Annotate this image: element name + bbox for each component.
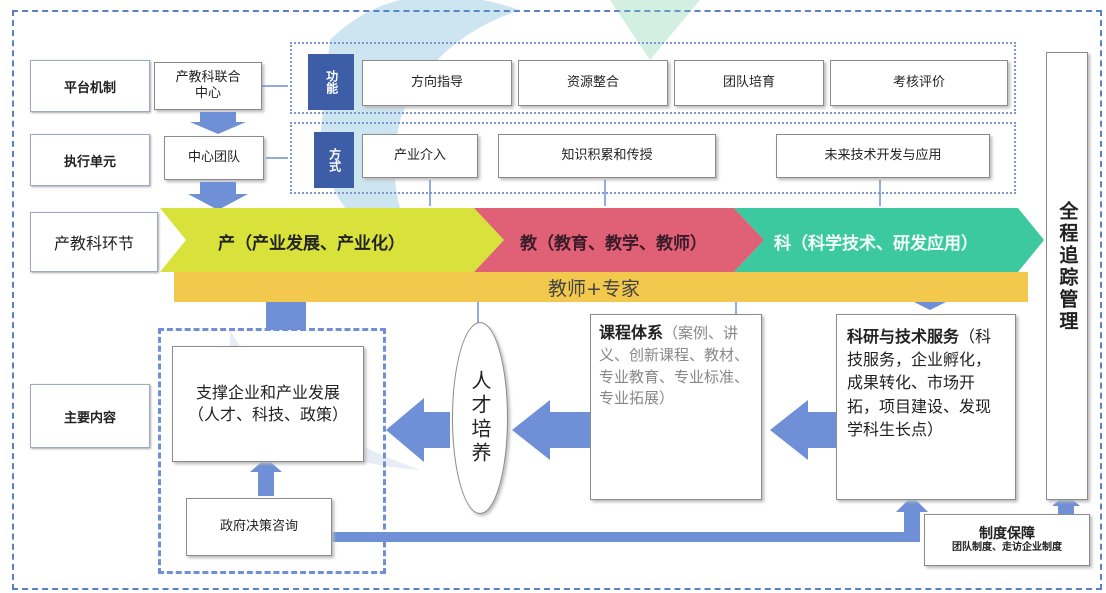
full-tracking-column: 全程追踪管理 — [1046, 52, 1088, 500]
center-team-box: 中心团队 — [164, 136, 264, 180]
research-service-box: 科研与技术服务（科技服务，企业孵化，成果转化、市场开拓，项目建设、发现学科生长点… — [836, 314, 1016, 500]
row-label-content: 主要内容 — [30, 384, 150, 448]
stage-education: 教（教育、教学、教师） — [520, 234, 707, 254]
curriculum-body: （案例、讲义、创新课程、教材、专业教育、专业标准、专业拓展） — [599, 324, 750, 408]
row-label-platform: 平台机制 — [30, 60, 150, 112]
function-item: 考核评价 — [830, 60, 1008, 106]
outer-frame — [12, 10, 1102, 590]
function-item: 团队培育 — [674, 60, 824, 106]
joint-center-box: 产教科联合中心 — [154, 62, 262, 110]
function-tag-label: 功能 — [324, 70, 339, 94]
method-item: 未来技术开发与应用 — [776, 134, 990, 178]
teacher-expert-band: 教师+专家 — [548, 278, 640, 300]
curriculum-head: 课程体系 — [599, 323, 664, 342]
row-label-stages: 产教科环节 — [30, 212, 158, 272]
stage-science: 科（科学技术、研发应用） — [774, 234, 978, 254]
function-tag: 功能 — [308, 54, 354, 110]
talent-cultivation-label: 人才培养 — [468, 370, 492, 466]
support-enterprise-box: 支撑企业和产业发展（人才、科技、政策） — [172, 346, 364, 462]
function-item: 方向指导 — [362, 60, 512, 106]
method-frame — [290, 122, 1016, 194]
stage-industry-shape — [160, 208, 504, 272]
function-frame — [290, 42, 1016, 114]
system-guarantee-body: 团队制度、走访企业制度 — [952, 542, 1062, 554]
talent-cultivation-oval: 人才培养 — [452, 322, 508, 514]
method-tag: 方式 — [314, 132, 354, 188]
stage-science-shape — [734, 208, 1044, 272]
row-label-execution: 执行单元 — [30, 134, 150, 186]
system-guarantee-head: 制度保障 — [979, 525, 1035, 542]
research-body: （科技服务，企业孵化，成果转化、市场开拓，项目建设、发现学科生长点） — [847, 327, 992, 439]
method-item: 产业介入 — [362, 134, 478, 178]
system-guarantee-box: 制度保障 团队制度、走访企业制度 — [924, 514, 1090, 566]
stage-industry: 产（产业发展、产业化） — [218, 234, 405, 254]
teacher-expert-band-shape — [174, 272, 1028, 302]
research-head: 科研与技术服务 — [847, 327, 960, 346]
curriculum-box: 课程体系（案例、讲义、创新课程、教材、专业教育、专业标准、专业拓展） — [590, 314, 762, 500]
stage-education-shape — [474, 208, 764, 272]
method-item: 知识积累和传授 — [498, 134, 716, 178]
full-tracking-label: 全程追踪管理 — [1056, 201, 1079, 333]
gov-consult-box: 政府决策咨询 — [186, 498, 332, 556]
method-tag-label: 方式 — [327, 148, 342, 172]
support-dashed-frame — [158, 328, 386, 574]
function-item: 资源整合 — [518, 60, 668, 106]
